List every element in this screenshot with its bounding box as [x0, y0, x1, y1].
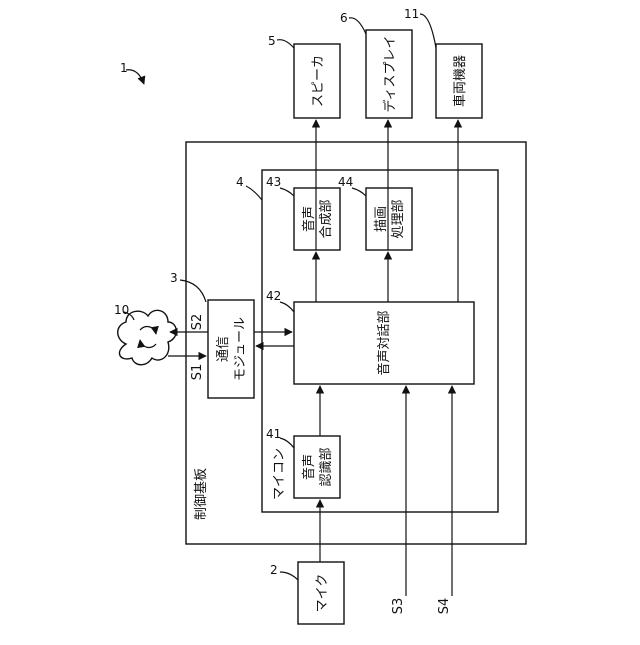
- blocks-drawing-processing-label-line2: 処理部: [391, 199, 406, 238]
- blocks-drawing-processing-label-line1: 描画: [374, 206, 389, 232]
- vehicle-device-ref: 11: [404, 7, 419, 21]
- voice-dialogue-ref: 42: [266, 289, 281, 303]
- microphone-ref: 2: [270, 563, 278, 577]
- blocks-comm-module-label-line2: モジュール: [233, 317, 248, 381]
- voice-dialogue-leader: [280, 302, 294, 312]
- voice-synthesis-ref: 43: [266, 175, 281, 189]
- display-leader: [349, 18, 366, 34]
- comm-module-block: 通信 モジュール 3: [170, 271, 254, 398]
- figure-number: 1: [120, 61, 144, 84]
- speaker-leader: [277, 40, 294, 48]
- blocks-voice-synthesis-label-line2: 合成部: [319, 199, 334, 238]
- microcomputer-ref: 4: [236, 175, 244, 189]
- blocks-voice-recognition-label-line2: 認識部: [318, 447, 334, 486]
- blocks-comm-module-label-line1: 通信: [216, 336, 231, 362]
- voice-recognition-ref: 41: [266, 427, 281, 441]
- signal-s3-label: S3: [391, 598, 406, 615]
- cloud-network: 10: [114, 303, 176, 365]
- microphone-block: マイク 2: [270, 562, 344, 624]
- blocks-voice-synthesis-label-line1: 音声: [301, 206, 317, 232]
- blocks-control-board-label: 制御基板: [194, 468, 209, 520]
- blocks-vehicle-device-label: 車両機器: [453, 55, 468, 107]
- display-ref: 6: [340, 11, 348, 25]
- voice-synthesis-block: 音声 合成部 43: [266, 175, 340, 250]
- microphone-leader: [280, 572, 298, 580]
- blocks-microphone-label: マイク: [315, 574, 330, 613]
- blocks-microcomputer-label: マイコン: [272, 448, 287, 500]
- comm-module-leader: [180, 280, 206, 302]
- comm-module-ref: 3: [170, 271, 178, 285]
- cloud-ref: 10: [114, 303, 129, 317]
- signal-s1-label: S1: [190, 364, 205, 381]
- speaker-ref: 5: [268, 34, 276, 48]
- drawing-processing-block: 描画 処理部 44: [338, 175, 412, 250]
- vehicle-device-block: 車両機器 11: [404, 7, 482, 118]
- vehicle-device-leader: [420, 14, 436, 48]
- speaker-block: スピーカ 5: [268, 34, 340, 118]
- drawing-processing-ref: 44: [338, 175, 353, 189]
- blocks-display-label: ディスプレイ: [382, 35, 398, 112]
- microcomputer-leader: [246, 186, 262, 200]
- signal-s2-label: S2: [190, 314, 205, 331]
- voice-dialogue-block: 音声対話部 42: [266, 289, 474, 384]
- display-block: ディスプレイ 6: [340, 11, 412, 118]
- figure-number: 1: [120, 61, 128, 75]
- blocks-voice-dialogue-label: 音声対話部: [376, 310, 392, 375]
- voice-synthesis-leader: [280, 188, 294, 196]
- blocks-speaker-label: スピーカ: [311, 55, 326, 107]
- drawing-processing-leader: [352, 188, 366, 196]
- signal-s4-label: S4: [437, 598, 452, 615]
- blocks-voice-recognition-label-line1: 音声: [301, 454, 317, 480]
- figure-pointer-arrow: [126, 70, 144, 84]
- voice-recognition-leader: [280, 438, 294, 448]
